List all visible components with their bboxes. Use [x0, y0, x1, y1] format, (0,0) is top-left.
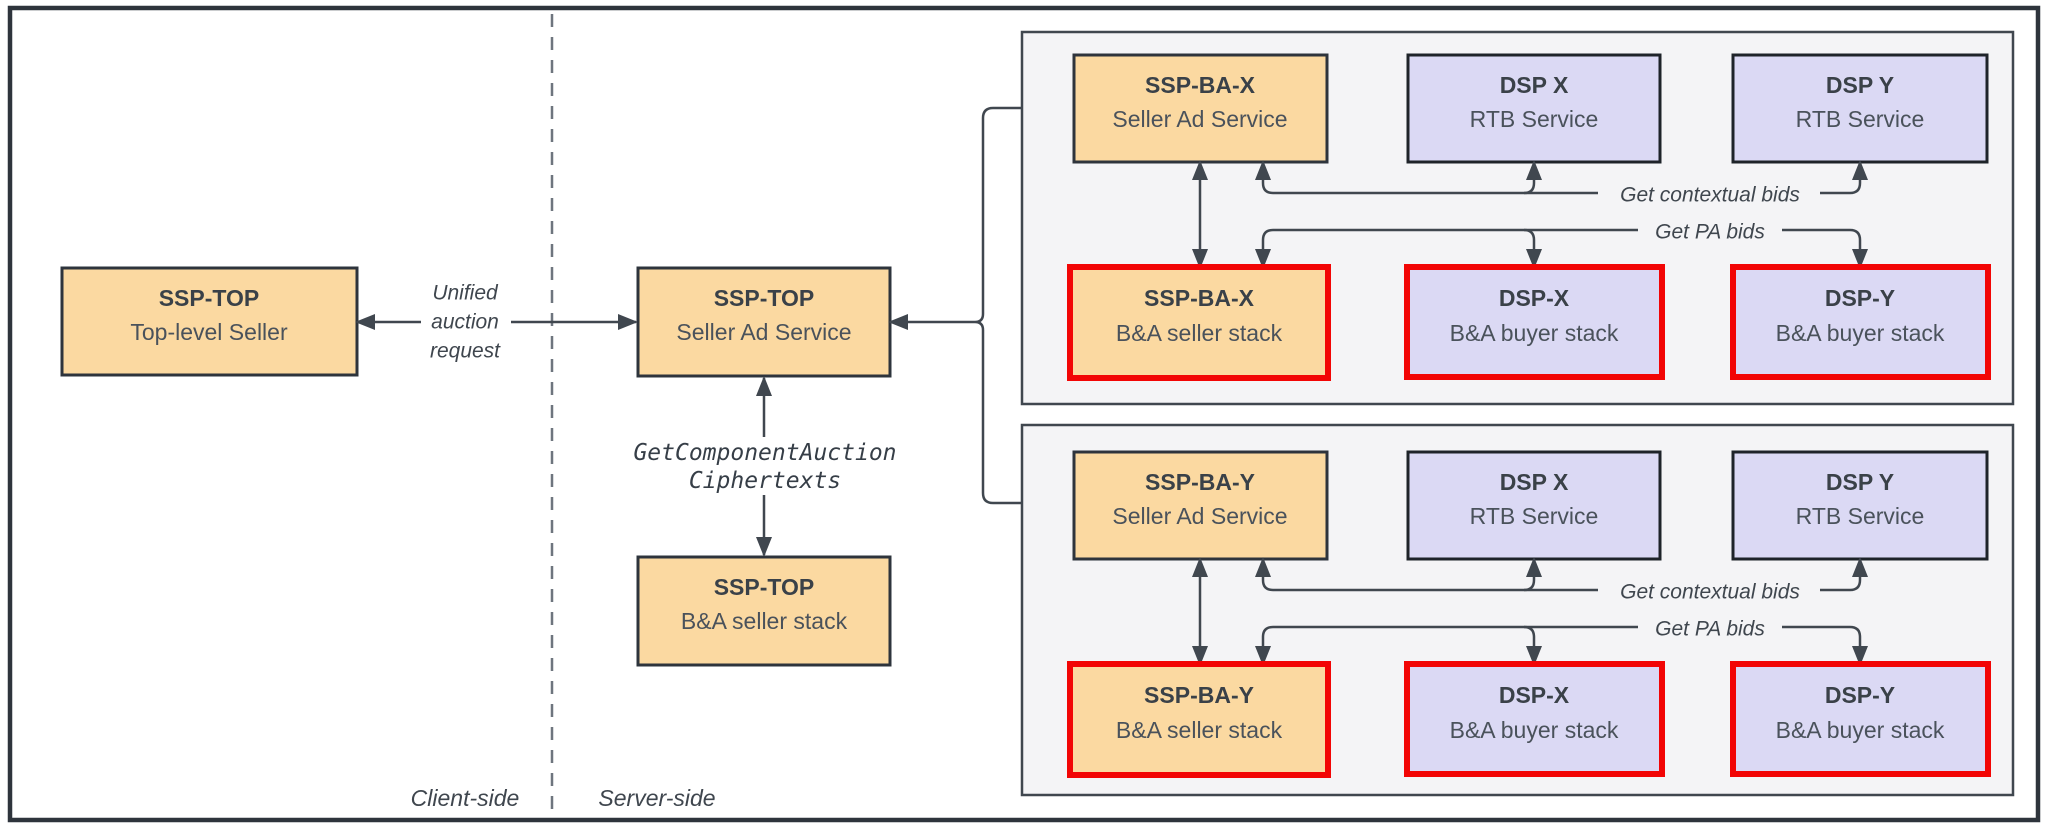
node-subtitle: Seller Ad Service: [1112, 106, 1287, 132]
edge-get-contextual-bids-branch-dsp-x: [1523, 557, 1542, 592]
panel-ssp-ba-x: SSP-BA-X Seller Ad Service DSP X RTB Ser…: [1020, 30, 2015, 406]
edge-label-get-pa-bids: Get PA bids: [1655, 221, 1765, 244]
node-box-ssp-ba-y-ba-seller-stack: [1067, 661, 1331, 778]
edge-label-line1: GetComponentAuction: [633, 440, 896, 466]
server-side-label: Server-side: [598, 785, 715, 811]
node-box-dsp-x-ba-buyer-stack: [1404, 661, 1665, 777]
edge-label-line3: request: [430, 340, 501, 363]
edge-get-pa-bids: [1255, 625, 1868, 666]
node-box-dsp-x-rtb-service: [1406, 53, 1662, 164]
edge-label-line2: auction: [431, 311, 499, 334]
node-title: DSP X: [1500, 72, 1569, 98]
node-box-dsp-y-ba-buyer-stack: [1730, 661, 1991, 777]
client-side-label: Client-side: [411, 785, 520, 811]
edge-label-get-contextual-bids: Get contextual bids: [1620, 581, 1800, 604]
node-title: DSP X: [1500, 469, 1569, 495]
node-box-dsp-y-rtb-service: [1731, 450, 1989, 561]
edge-label-background: [1638, 219, 1782, 244]
node-subtitle: RTB Service: [1796, 503, 1925, 529]
edge-get-pa-bids-branch-dsp-x: [1523, 625, 1542, 666]
edge-label-get-contextual-bids: Get contextual bids: [1620, 184, 1800, 207]
node-title: SSP-BA-X: [1145, 72, 1256, 98]
node-title: DSP Y: [1826, 72, 1894, 98]
edge-get-component-auction-ciphertexts: GetComponentAuction Ciphertexts: [622, 376, 908, 557]
edge-label-line1: Unified: [432, 282, 499, 305]
node-title: DSP-X: [1499, 285, 1570, 311]
edge-label-background: [421, 309, 511, 335]
node-box: [636, 555, 892, 667]
node-subtitle: Seller Ad Service: [1112, 503, 1287, 529]
node-ssp-top-top-level-seller: SSP-TOP Top-level Seller: [60, 266, 359, 377]
node-subtitle: RTB Service: [1796, 106, 1925, 132]
node-title: DSP-Y: [1825, 682, 1895, 708]
node-subtitle: RTB Service: [1470, 503, 1599, 529]
node-box-dsp-x-ba-buyer-stack: [1404, 264, 1665, 380]
node-title: DSP Y: [1826, 469, 1894, 495]
node-subtitle: B&A buyer stack: [1450, 717, 1619, 743]
edge-unified-auction-request: Unified auction request: [355, 282, 638, 363]
node-box-dsp-y-rtb-service: [1731, 53, 1989, 164]
node-subtitle: B&A buyer stack: [1776, 320, 1945, 346]
node-box-dsp-y-ba-buyer-stack: [1730, 264, 1991, 380]
node-ssp-top-ba-seller-stack: SSP-TOP B&A seller stack: [636, 555, 892, 667]
node-box-ssp-ba-x-seller-ad-service: [1072, 53, 1329, 164]
node-title: DSP-Y: [1825, 285, 1895, 311]
node-subtitle: B&A seller stack: [1116, 320, 1283, 346]
node-box: [60, 266, 359, 377]
edge-get-pa-bids: [1255, 228, 1868, 269]
node-subtitle: Top-level Seller: [130, 319, 288, 345]
edge-get-contextual-bids-branch-dsp-x: [1523, 160, 1542, 195]
edge-label-line2: Ciphertexts: [689, 468, 841, 494]
node-box-ssp-ba-y-seller-ad-service: [1072, 450, 1329, 561]
node-title: SSP-BA-X: [1144, 285, 1255, 311]
trunk-spine: [974, 106, 994, 505]
edge-label-background: [1598, 579, 1820, 604]
node-title: SSP-TOP: [714, 285, 815, 311]
node-subtitle: B&A buyer stack: [1450, 320, 1619, 346]
node-title: SSP-TOP: [714, 574, 815, 600]
edge-get-pa-bids-branch-dsp-x: [1523, 228, 1542, 269]
node-subtitle: B&A seller stack: [681, 608, 848, 634]
node-subtitle: B&A seller stack: [1116, 717, 1283, 743]
node-subtitle: RTB Service: [1470, 106, 1599, 132]
node-title: SSP-BA-Y: [1145, 469, 1255, 495]
edge-get-contextual-bids: [1255, 557, 1868, 592]
edge-label-get-pa-bids: Get PA bids: [1655, 618, 1765, 641]
edge-label-background: [1638, 616, 1782, 641]
node-subtitle: B&A buyer stack: [1776, 717, 1945, 743]
node-box-ssp-ba-x-ba-seller-stack: [1067, 264, 1331, 381]
node-title: SSP-TOP: [159, 285, 260, 311]
node-box-dsp-x-rtb-service: [1406, 450, 1662, 561]
edge-get-contextual-bids: [1255, 160, 1868, 195]
panel-ssp-ba-y: SSP-BA-Y Seller Ad Service DSP X RTB Ser…: [1020, 423, 2015, 797]
edge-label-background: [1598, 182, 1820, 207]
edge-label-background: [622, 437, 908, 495]
node-subtitle: Seller Ad Service: [676, 319, 851, 345]
node-title: SSP-BA-Y: [1144, 682, 1254, 708]
node-ssp-top-seller-ad-service: SSP-TOP Seller Ad Service: [636, 266, 892, 378]
node-title: DSP-X: [1499, 682, 1570, 708]
